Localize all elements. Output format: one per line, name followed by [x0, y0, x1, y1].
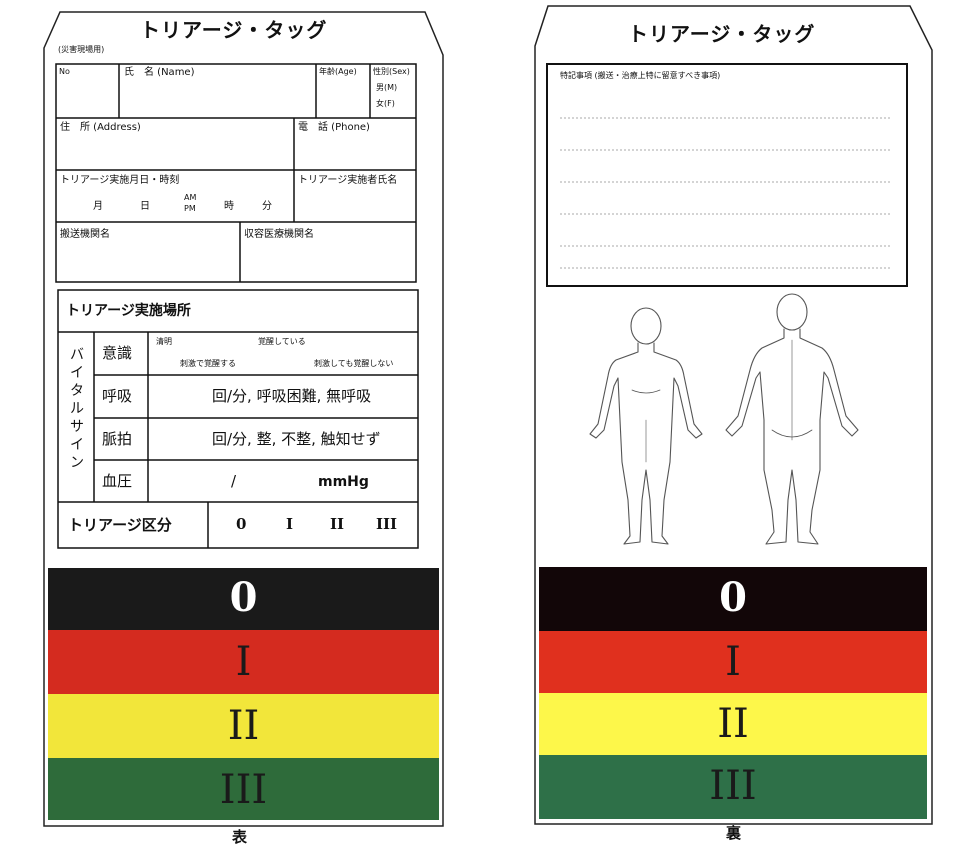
blood-pressure-slash: /	[231, 472, 237, 490]
front-band-0-label: 0	[229, 574, 258, 621]
receiving-hospital-label: 収容医療機関名	[244, 229, 314, 240]
back-color-bands	[539, 567, 927, 819]
triage-datetime-label: トリアージ実施月日・時刻	[60, 175, 180, 186]
sex-female-option: 女(F)	[376, 99, 395, 108]
vital-signs-vertical-label: バイタルサイン	[66, 346, 88, 472]
consciousness-awake: 覚醒している	[258, 337, 306, 346]
hour-label: 時	[224, 201, 234, 212]
consciousness-label: 意識	[102, 344, 133, 362]
triage-staff-label: トリアージ実施者氏名	[298, 175, 398, 186]
vital-signs-char: イ	[70, 365, 84, 381]
day-label: 日	[140, 201, 150, 212]
phone-label: 電 話 (Phone)	[298, 122, 370, 133]
back-caption: 裏	[726, 824, 742, 842]
back-title: トリアージ・タッグ	[628, 22, 816, 46]
category-2: II	[330, 515, 345, 533]
disaster-site-label: (災害現場用)	[58, 45, 105, 54]
triage-category-label: トリアージ区分	[68, 516, 172, 534]
back-band-1-label: I	[725, 639, 741, 685]
name-label: 氏 名 (Name)	[124, 67, 195, 78]
body-back-figure	[725, 293, 859, 545]
front-band-2-label: II	[227, 703, 260, 749]
consciousness-stimulus: 刺激で覚醒する	[180, 359, 236, 368]
consciousness-clear: 清明	[156, 337, 172, 346]
vital-signs-char: ル	[70, 401, 84, 417]
triage-location-label: トリアージ実施場所	[66, 303, 191, 319]
vital-signs-char: バ	[70, 347, 84, 363]
front-band-3-label: III	[219, 767, 268, 813]
back-band-0-label: 0	[719, 574, 747, 621]
blood-pressure-unit: mmHg	[318, 474, 369, 490]
vital-signs-char: タ	[70, 383, 84, 399]
category-1: I	[286, 515, 294, 533]
body-front-figure	[589, 307, 703, 545]
category-3: III	[376, 515, 398, 533]
month-label: 月	[93, 201, 103, 212]
age-label: 年齢(Age)	[319, 67, 357, 76]
vital-signs-char: イ	[70, 437, 84, 453]
blood-pressure-label: 血圧	[102, 472, 133, 490]
address-label: 住 所 (Address)	[60, 122, 141, 133]
front-band-1-label: I	[235, 639, 252, 685]
front-caption: 表	[232, 828, 248, 846]
transport-org-label: 搬送機関名	[60, 229, 110, 240]
respiration-value: 回/分, 呼吸困難, 無呼吸	[212, 387, 372, 405]
consciousness-no-response: 刺激しても覚醒しない	[314, 359, 394, 368]
no-label: No	[59, 67, 70, 76]
back-band-3-label: III	[709, 763, 757, 809]
minute-label: 分	[262, 201, 272, 212]
front-color-bands	[48, 568, 439, 820]
respiration-label: 呼吸	[102, 387, 133, 405]
back-notes-box	[546, 63, 908, 287]
pulse-label: 脈拍	[102, 430, 133, 448]
front-vitals-grid	[57, 289, 419, 549]
special-notes-label: 特記事項 (搬送・治療上特に留意すべき事項)	[560, 71, 721, 80]
front-info-grid	[55, 63, 417, 283]
pulse-value: 回/分, 整, 不整, 触知せず	[212, 430, 381, 448]
pm-label: PM	[184, 204, 196, 213]
sex-male-option: 男(M)	[376, 83, 398, 92]
sex-label: 性別(Sex)	[373, 67, 410, 76]
vital-signs-char: ン	[70, 455, 84, 471]
front-title: トリアージ・タッグ	[140, 18, 328, 42]
back-band-2-label: II	[717, 701, 749, 747]
category-0: 0	[236, 515, 247, 533]
am-label: AM	[184, 193, 197, 202]
vital-signs-char: サ	[70, 419, 84, 435]
